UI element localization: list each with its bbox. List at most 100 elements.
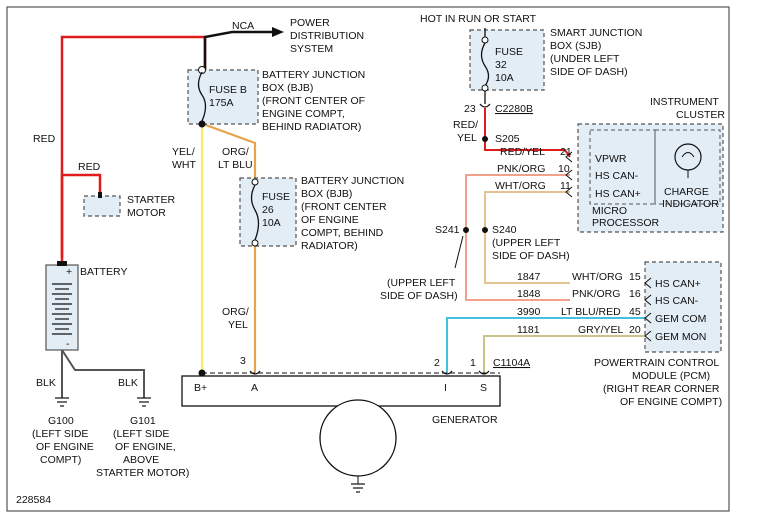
connector-c1104a: C1104A: [493, 357, 530, 369]
wire-gry-yel: [483, 335, 645, 373]
fuse-b-icon: [197, 71, 207, 122]
generator-ground-icon: [351, 483, 365, 493]
s205-splice: [482, 136, 488, 142]
charge-lamp-icon: [674, 143, 702, 171]
fuse-26-label-4: OF ENGINE: [301, 214, 359, 226]
pin-3-label: 3: [240, 355, 246, 367]
g101-label-1: G101: [130, 415, 156, 427]
cluster-pin-num: 21: [560, 146, 572, 158]
sjb-label-3: (UNDER LEFT: [550, 53, 620, 65]
pds-arrow-icon: [272, 27, 284, 37]
pcm-title-2: MODULE (PCM): [632, 370, 710, 382]
s240-loc-2: SIDE OF DASH): [492, 250, 570, 262]
sjb-label-4: SIDE OF DASH): [550, 66, 628, 78]
pcm-row-label: HS CAN+: [655, 278, 701, 290]
term-b-plus: B+: [194, 382, 207, 394]
g101-label-2: (LEFT SIDE: [113, 428, 169, 440]
wire-red-starter: [60, 173, 102, 258]
s-terminal: [478, 370, 490, 375]
pcm-row-hs-can-minus: HS CAN- 16 PNK/ORG 1848: [517, 288, 699, 307]
term-s: S: [480, 382, 487, 394]
s241-leader: [454, 235, 464, 269]
pin-1-label: 1: [470, 357, 476, 369]
sjb-label-2: BOX (SJB): [550, 40, 601, 52]
fuse-b-label-4: ENGINE COMPT,: [262, 108, 345, 120]
pcm-title-4: OF ENGINE COMPT): [620, 396, 722, 408]
pcm-row-gem-com: GEM COM 45 LT BLU/RED 3990: [517, 306, 706, 325]
fuse-b-terminal-top: [198, 66, 206, 74]
s205-label: S205: [495, 133, 520, 145]
cluster-pin-wire: RED/YEL: [500, 146, 545, 158]
fuse-26-label-3: (FRONT CENTER: [301, 201, 387, 213]
sjb-label-1: SMART JUNCTION: [550, 27, 642, 39]
pcm-row-label: GEM COM: [655, 313, 706, 325]
blk-label-1: BLK: [36, 377, 56, 389]
starter-label-1: STARTER: [127, 194, 175, 206]
yel-wht-label-1: YEL/: [172, 146, 195, 158]
diagram-frame: [6, 6, 730, 512]
s241-label: S241: [435, 224, 460, 236]
pds-label-1: POWER: [290, 17, 330, 29]
org-yel-label-1: ORG/: [222, 306, 249, 318]
battery-box: [45, 264, 79, 351]
fuse-26-label-5: COMPT, BEHIND: [301, 227, 384, 239]
sjb-fuse-name: FUSE: [495, 46, 523, 58]
pcm-row-wire: LT BLU/RED: [561, 306, 621, 318]
pcm-title-3: (RIGHT REAR CORNER: [603, 383, 720, 395]
wire-red-yel: [484, 108, 571, 158]
blk-label-2: BLK: [118, 377, 138, 389]
cluster-pin-hs-can-minus: HS CAN- 10 PNK/ORG: [497, 163, 639, 182]
org-ltblu-label-1: ORG/: [222, 146, 249, 158]
a-terminal: [249, 370, 261, 375]
lamp-filament-icon: [681, 152, 695, 158]
yel-wht-label-2: WHT: [172, 159, 196, 171]
g101-label-3: OF ENGINE,: [115, 441, 176, 453]
sjb-connector-icon: [479, 103, 491, 108]
pcm-row-circuit: 1847: [517, 271, 541, 283]
charge-label-1: CHARGE: [664, 186, 709, 198]
wire-pnk-org: [465, 174, 570, 301]
sjb-fuse-num: 32: [495, 59, 507, 71]
cluster-pin-label: HS CAN-: [595, 170, 639, 182]
hot-label: HOT IN RUN OR START: [420, 13, 537, 25]
fuse-b-label-5: BEHIND RADIATOR): [262, 121, 361, 133]
g100-label-3: OF ENGINE: [36, 441, 94, 453]
cluster-title-2: CLUSTER: [676, 109, 725, 121]
pcm-row-wire: PNK/ORG: [572, 288, 620, 300]
s240-splice: [482, 227, 488, 233]
term-i: I: [444, 382, 447, 394]
fuse-26-label-6: RADIATOR): [301, 240, 358, 252]
fuse-b-splice: [198, 120, 206, 128]
battery-plus-icon: +: [66, 266, 72, 278]
cluster-box: [577, 123, 724, 233]
generator-icon: [319, 399, 397, 477]
sjb-pin: 23: [464, 103, 476, 115]
figure-id: 228584: [16, 494, 51, 506]
wire-blk-g101: [61, 349, 145, 398]
g100-label-4: COMPT): [40, 454, 81, 466]
s241-splice: [463, 227, 469, 233]
charge-indicator-box: [654, 129, 721, 205]
charge-label-2: INDICATOR: [662, 198, 719, 210]
i-terminal: [441, 370, 453, 375]
sjb-fuse-terminal-top: [481, 36, 489, 44]
sjb-fuse-icon: [480, 42, 490, 87]
fuse-26-icon: [250, 184, 260, 241]
s241-loc-2: SIDE OF DASH): [380, 290, 458, 302]
org-yel-label-2: YEL: [228, 319, 248, 331]
fuse-26-label-1: BATTERY JUNCTION: [301, 175, 404, 187]
fuse-26-name: FUSE: [262, 191, 290, 203]
starter-box: [83, 195, 121, 217]
sjb-wire-color-1: RED/: [453, 119, 478, 131]
cluster-pin-num: 11: [560, 180, 571, 192]
pcm-row-num: 45: [629, 306, 641, 318]
pds-label-2: DISTRIBUTION: [290, 30, 364, 42]
cluster-pin-vpwr: VPWR 21 RED/YEL: [500, 146, 627, 165]
starter-terminal: [98, 192, 102, 198]
pcm-row-num: 16: [629, 288, 641, 300]
fuse-b-rating: 175A: [209, 97, 234, 109]
generator-terminal-block: [181, 375, 501, 407]
g100-label-2: (LEFT SIDE: [32, 428, 88, 440]
fuse-b-name: FUSE B: [209, 84, 247, 96]
